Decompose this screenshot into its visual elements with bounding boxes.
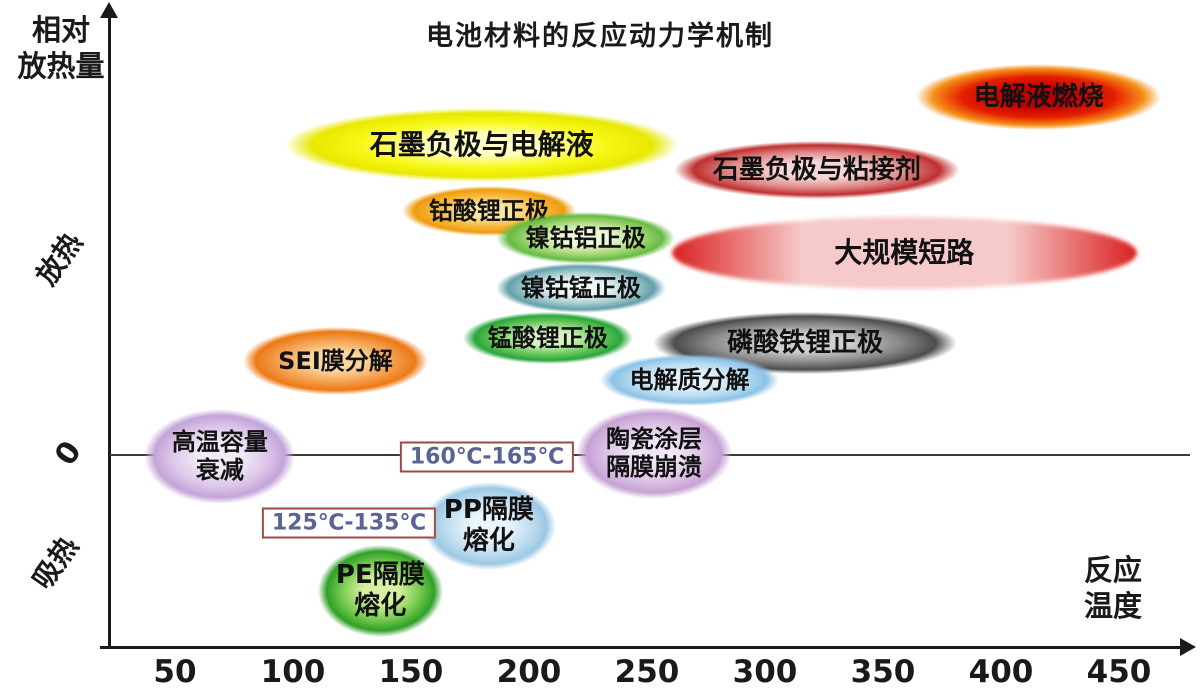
- bubble-ncm-cathode: 镍钴锰正极: [495, 263, 666, 313]
- chart-title: 电池材料的反应动力学机制: [426, 21, 774, 52]
- y-zone-zero-label: 0: [48, 434, 89, 473]
- bubble-fill: [317, 545, 443, 637]
- bubble-label: 镍钴铝正极: [525, 223, 646, 252]
- x-axis-arrow-icon: [1180, 638, 1196, 656]
- y-axis-label: 相对 放热量: [17, 13, 105, 84]
- bubble-fill: [284, 108, 679, 182]
- bubble-fill: [144, 408, 296, 504]
- bubble-label: 陶瓷涂层 隔膜崩溃: [606, 424, 703, 481]
- bubble-ceramic-separator-collapse: 陶瓷涂层 隔膜崩溃: [576, 407, 732, 499]
- bubble-label: PE隔膜 熔化: [335, 560, 425, 621]
- y-zone-exothermic-label: 放热: [29, 226, 89, 292]
- x-tick-100: 100: [260, 654, 326, 690]
- annotation-melt-range-pp: 160℃-165℃: [399, 441, 575, 473]
- bubble-label: 锰酸锂正极: [487, 323, 608, 352]
- y-axis-arrow-icon: [100, 2, 118, 18]
- bubble-label: SEI膜分解: [278, 346, 393, 375]
- annotation-melt-range-pe: 125℃-135℃: [261, 507, 437, 539]
- bubble-fill: [916, 64, 1162, 130]
- bubble-pp-separator-melting: PP隔膜 熔化: [421, 482, 557, 570]
- bubble-label: 石墨负极与电解液: [369, 128, 594, 162]
- x-tick-50: 50: [153, 654, 197, 690]
- bubble-label: 高温容量 衰减: [171, 427, 268, 484]
- bubble-label: 石墨负极与粘接剂: [712, 154, 921, 185]
- x-tick-150: 150: [378, 654, 444, 690]
- bubble-electrolyte-combustion: 电解液燃烧: [916, 64, 1162, 130]
- bubble-label: 大规模短路: [834, 236, 975, 270]
- bubble-label: 电解液燃烧: [973, 81, 1104, 112]
- x-tick-350: 350: [850, 654, 916, 690]
- y-zone-endothermic-label: 吸热: [25, 530, 85, 596]
- bubble-fill: [576, 407, 732, 499]
- x-tick-250: 250: [614, 654, 680, 690]
- bubble-nca-cathode: 镍钴铝正极: [495, 212, 676, 264]
- bubble-fill: [243, 327, 428, 395]
- x-tick-300: 300: [732, 654, 798, 690]
- x-axis-label: 反应 温度: [1083, 553, 1142, 624]
- x-axis-line: [100, 646, 1183, 649]
- bubble-label: 镍钴锰正极: [520, 273, 641, 302]
- bubble-label: PP隔膜 熔化: [443, 495, 534, 556]
- bubble-fill: [495, 212, 676, 264]
- bubble-fill: [421, 482, 557, 570]
- y-axis-line: [108, 16, 111, 648]
- bubble-electrolyte-decomposition: 电解质分解: [599, 354, 780, 406]
- bubble-graphite-binder: 石墨负极与粘接剂: [674, 141, 960, 199]
- bubble-massive-short-circuit: 大规模短路: [671, 217, 1137, 289]
- bubble-sei-decomposition: SEI膜分解: [243, 327, 428, 395]
- bubble-fill: [599, 354, 780, 406]
- bubble-label: 电解质分解: [629, 365, 750, 394]
- bubble-fill: [674, 141, 960, 199]
- bubble-pe-separator-melting: PE隔膜 熔化: [317, 545, 443, 637]
- x-tick-200: 200: [496, 654, 562, 690]
- x-tick-450: 450: [1086, 654, 1152, 690]
- bubble-label: 磷酸铁锂正极: [727, 327, 884, 358]
- bubble-fill: [495, 263, 666, 313]
- x-tick-400: 400: [968, 654, 1034, 690]
- bubble-high-temp-capacity-fade: 高温容量 衰减: [144, 408, 296, 504]
- bubble-fill: [671, 217, 1137, 289]
- bubble-graphite-electrolyte: 石墨负极与电解液: [284, 108, 679, 182]
